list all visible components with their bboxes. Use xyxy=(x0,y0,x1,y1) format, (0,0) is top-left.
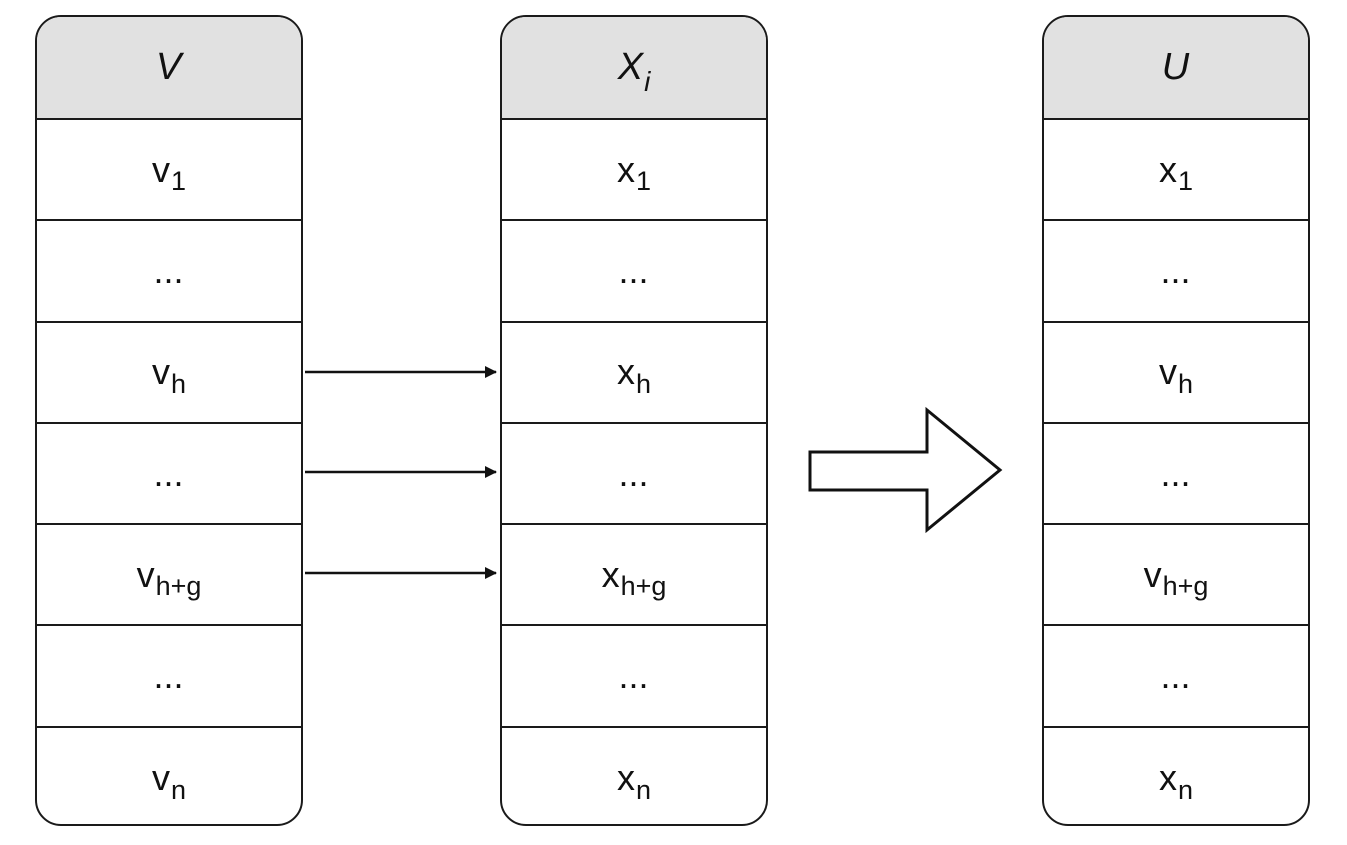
table-row: ... xyxy=(502,221,766,323)
table-row-label: v xyxy=(151,351,170,393)
table-row: ... xyxy=(1044,626,1308,728)
table-row-label: x xyxy=(616,351,635,393)
table-row: ... xyxy=(37,626,301,728)
table-row-label: ... xyxy=(618,655,649,697)
table-row-subscript: 1 xyxy=(635,166,652,197)
table-row-label: v xyxy=(136,553,155,595)
table-row-label: v xyxy=(1158,351,1177,393)
table-row: ... xyxy=(37,221,301,323)
block-arrow-right-icon xyxy=(808,406,1003,534)
table-row-subscript: h+g xyxy=(155,571,202,602)
table-row: ... xyxy=(1044,424,1308,526)
table-header-label: V xyxy=(155,46,182,88)
table-row-label: ... xyxy=(1160,655,1191,697)
table-row-label: v xyxy=(151,148,170,190)
table-row-label: x xyxy=(1158,148,1177,190)
table-row-label: ... xyxy=(153,655,184,697)
table-row-subscript: h xyxy=(170,368,187,399)
table-row-subscript: 1 xyxy=(1177,166,1194,197)
table-row-label: v xyxy=(1143,553,1162,595)
table-row-label: ... xyxy=(153,452,184,494)
table-row-subscript: 1 xyxy=(170,166,187,197)
table-row-subscript: h xyxy=(1177,368,1194,399)
table-header-label: U xyxy=(1161,46,1190,88)
table-row-subscript: h+g xyxy=(620,571,667,602)
table-row: ... xyxy=(37,424,301,526)
table-row-label: x xyxy=(616,148,635,190)
table-header: V xyxy=(37,17,301,120)
table-row-label: ... xyxy=(618,249,649,291)
table-header-subscript: i xyxy=(644,65,651,97)
table-row-label: ... xyxy=(153,249,184,291)
table-row-label: x xyxy=(616,757,635,799)
table-row-label: ... xyxy=(1160,452,1191,494)
table-row-label: ... xyxy=(618,452,649,494)
table-row-subscript: h xyxy=(635,368,652,399)
table-row-subscript: n xyxy=(635,774,652,805)
table-header-label: X xyxy=(617,46,644,88)
table-row: ... xyxy=(502,626,766,728)
table-row-subscript: n xyxy=(1177,774,1194,805)
table-row-label: x xyxy=(1158,757,1177,799)
table-row: ... xyxy=(502,424,766,526)
table-row: ... xyxy=(1044,221,1308,323)
table-row-subscript: h+g xyxy=(1162,571,1209,602)
table-row-label: ... xyxy=(1160,249,1191,291)
table-header: U xyxy=(1044,17,1308,120)
table-row-label: v xyxy=(151,757,170,799)
table-row-label: x xyxy=(601,553,620,595)
table-row-subscript: n xyxy=(170,774,187,805)
